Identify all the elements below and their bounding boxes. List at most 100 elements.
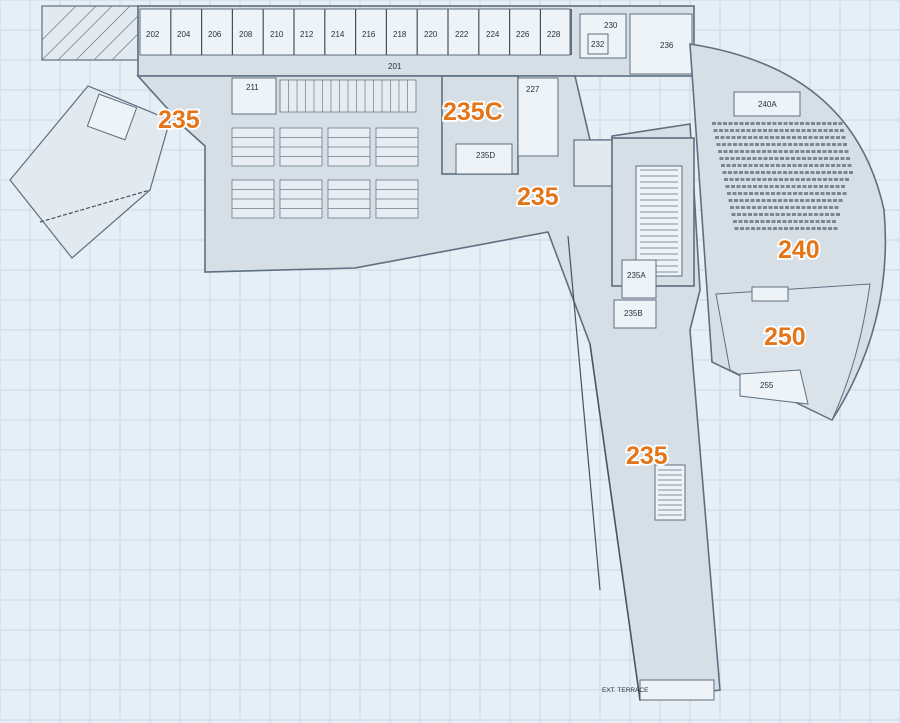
seat <box>781 164 786 167</box>
seat <box>826 220 831 223</box>
seat <box>746 206 751 209</box>
seat <box>732 192 737 195</box>
seat <box>720 136 725 139</box>
south-wing-wall-west <box>589 343 641 701</box>
seat <box>825 136 829 139</box>
room-255-label: 255 <box>760 381 774 390</box>
room-250 <box>715 283 871 421</box>
seat <box>820 164 824 167</box>
seat <box>823 178 827 181</box>
seat <box>792 136 796 139</box>
seat <box>735 178 739 181</box>
seat <box>731 213 736 216</box>
seat <box>760 143 765 146</box>
seat <box>738 220 743 223</box>
seat <box>805 122 810 125</box>
seat <box>748 164 753 167</box>
seat <box>756 122 760 125</box>
seat <box>800 122 804 125</box>
seat <box>830 213 835 216</box>
seat <box>793 192 797 195</box>
seat <box>752 129 756 132</box>
room-214-label: 214 <box>331 30 345 39</box>
seat <box>761 199 766 202</box>
seat <box>747 185 752 188</box>
seat <box>737 164 742 167</box>
seat <box>794 122 799 125</box>
seat <box>803 136 807 139</box>
seat <box>810 143 814 146</box>
seat <box>790 129 795 132</box>
seat <box>774 157 779 160</box>
room-228-label: 228 <box>547 30 561 39</box>
seat <box>749 143 754 146</box>
seat <box>821 171 826 174</box>
seat <box>765 164 769 167</box>
seat <box>811 122 815 125</box>
seat <box>794 199 799 202</box>
seat <box>753 136 758 139</box>
seat <box>760 192 764 195</box>
seat <box>812 129 817 132</box>
projection-booth <box>751 286 789 302</box>
seat <box>829 129 833 132</box>
seat <box>816 199 821 202</box>
seat <box>814 136 818 139</box>
ext-terrace-label: EXT. TERRACE <box>602 687 649 694</box>
seat <box>806 150 810 153</box>
seat <box>779 178 783 181</box>
seat <box>715 136 719 139</box>
seat <box>737 213 741 216</box>
seat <box>757 206 762 209</box>
seat <box>819 213 824 216</box>
seat <box>783 171 787 174</box>
room-235a <box>621 259 657 299</box>
seat <box>740 150 744 153</box>
office-labels: 202 204 206 208 210 212 214 216 218 220 … <box>146 21 674 71</box>
seat <box>798 164 802 167</box>
seat <box>788 171 793 174</box>
seat <box>837 192 841 195</box>
seat <box>753 213 758 216</box>
seat <box>750 199 755 202</box>
seat <box>739 122 744 125</box>
seat <box>824 185 829 188</box>
seat <box>769 185 774 188</box>
seat <box>840 157 845 160</box>
seat <box>730 157 735 160</box>
seat <box>790 206 795 209</box>
seat <box>806 227 810 230</box>
seat <box>724 178 728 181</box>
seat <box>842 192 847 195</box>
seat <box>800 150 805 153</box>
seat <box>762 178 767 181</box>
seat <box>839 178 844 181</box>
seat <box>765 192 770 195</box>
seat <box>782 143 787 146</box>
seat <box>755 220 759 223</box>
seat <box>822 227 827 230</box>
seat <box>813 185 818 188</box>
seat <box>801 206 806 209</box>
seat <box>843 171 848 174</box>
seat <box>757 178 761 181</box>
seat <box>849 171 853 174</box>
seat <box>740 227 744 230</box>
south-stair <box>654 464 686 521</box>
seat <box>759 213 763 216</box>
seat <box>833 227 838 230</box>
auditorium-wing: 240A 255 <box>689 43 887 422</box>
seat <box>759 164 764 167</box>
seat <box>745 227 750 230</box>
seat <box>729 178 734 181</box>
seat <box>845 178 849 181</box>
seat <box>767 199 771 202</box>
central-stair-steps <box>640 169 678 273</box>
seat <box>723 122 727 125</box>
seat <box>838 171 842 174</box>
seat <box>757 129 762 132</box>
seat <box>736 157 740 160</box>
seat <box>801 178 805 181</box>
room-216-label: 216 <box>362 30 376 39</box>
seat <box>830 185 834 188</box>
